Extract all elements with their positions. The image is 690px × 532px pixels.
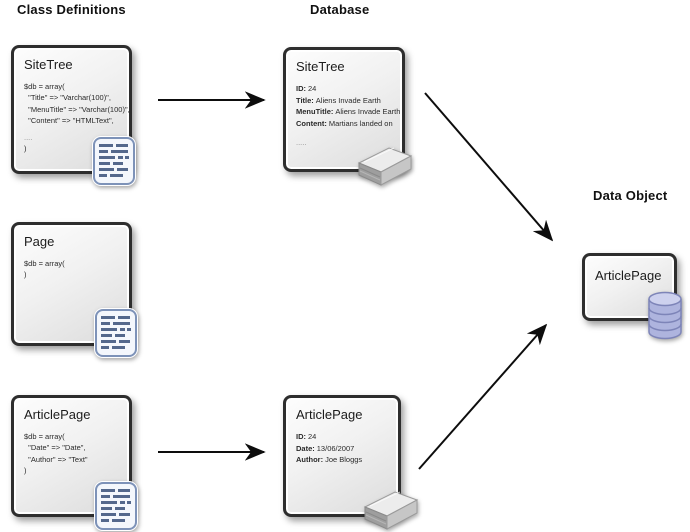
db-field-value: Aliens Invade Earth <box>315 95 381 105</box>
db-field-label: Content: <box>296 118 327 128</box>
db-field-label: Author: <box>296 455 324 465</box>
db-field: MenuTitle:Aliens Invade Earth <box>296 106 401 118</box>
db-field-label: MenuTitle: <box>296 107 334 117</box>
db-field-label: ID: <box>296 84 306 93</box>
db-field: Author:Joe Bloggs <box>296 454 394 466</box>
code-line: "Date" => "Date", <box>24 443 86 453</box>
code-line: "Title" => "Varchar(100)", <box>24 93 111 103</box>
disk-drive-icon <box>357 147 413 186</box>
code-line: ) <box>24 465 27 475</box>
db-field: Title:Aliens Invade Earth <box>296 95 398 107</box>
db-field: ID:24 <box>296 83 398 95</box>
code-file-icon <box>94 308 138 358</box>
db-field: Content:Martians landed on <box>296 118 398 130</box>
class-box-sitetree-title: SiteTree <box>24 57 73 72</box>
database-box-articlepage-title: ArticlePage <box>296 407 363 422</box>
db-field-value: 24 <box>308 432 317 441</box>
db-field-label: Title: <box>296 95 314 105</box>
database-cylinder-icon <box>648 291 682 340</box>
dataobject-box-title: ArticlePage <box>595 268 662 283</box>
code-line: "Author" => "Text" <box>24 454 88 464</box>
database-box-articlepage: ArticlePage ID:24 Date:13/06/2007 Author… <box>283 395 401 517</box>
dataobject-box-articlepage: ArticlePage <box>582 253 677 321</box>
db-field-label: Date: <box>296 443 315 453</box>
code-file-icon <box>92 136 136 186</box>
disk-drive-icon <box>363 491 419 530</box>
code-line: "Content" => "HTMLText", <box>24 115 114 125</box>
db-field: ID:24 <box>296 431 394 443</box>
code-file-icon <box>94 481 138 531</box>
header-class-definitions: Class Definitions <box>17 2 126 17</box>
class-box-page-title: Page <box>24 234 55 249</box>
database-box-sitetree-title: SiteTree <box>296 59 345 74</box>
arrow-articlepage-db-to-dataobject <box>418 323 548 470</box>
db-ellipsis: ..... <box>296 137 307 147</box>
class-box-articlepage-title: ArticlePage <box>24 407 91 422</box>
db-field-value: 24 <box>308 84 317 93</box>
db-field-label: ID: <box>296 432 306 441</box>
db-field: Date:13/06/2007 <box>296 443 394 455</box>
code-line: $db = array( <box>24 432 65 441</box>
class-box-sitetree: SiteTree $db = array( "Title" => "Varcha… <box>11 45 132 174</box>
code-line: ) <box>24 270 27 280</box>
header-data-object: Data Object <box>593 188 668 203</box>
db-field-value: Martians landed on <box>328 118 393 128</box>
header-database: Database <box>310 2 370 17</box>
db-field-value: Aliens Invade Earth <box>335 107 401 117</box>
code-line: "MenuTitle" => "Varchar(100)", <box>24 104 130 114</box>
code-line: ) <box>24 144 27 154</box>
code-line: $db = array( <box>24 82 65 91</box>
arrow-sitetree-db-to-dataobject <box>424 92 554 242</box>
db-field-value: Joe Bloggs <box>325 455 363 465</box>
code-line: .... <box>24 133 33 142</box>
db-field-value: 13/06/2007 <box>316 443 355 453</box>
code-line: $db = array( <box>24 259 65 268</box>
